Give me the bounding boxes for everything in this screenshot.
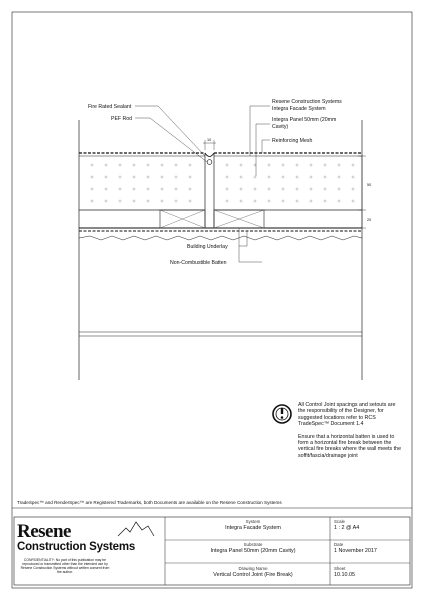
tb-scale: Scale 1 : 2 @ A4: [334, 518, 359, 532]
building-underlay-line: [78, 235, 363, 241]
leader-batten: [238, 228, 262, 263]
leader-underlay: [239, 231, 248, 247]
tb-sheet-value: 10.10.05: [334, 572, 355, 578]
dim-cavity: 20: [367, 218, 371, 222]
tb-system-value: Integra Facade System: [225, 525, 281, 531]
leader-system: [249, 105, 270, 156]
logo-skyline: [117, 521, 155, 537]
title-block: [13, 516, 411, 586]
label-panel-1: Integra Panel 50mm (20mm: [272, 117, 336, 123]
tb-substrate-head: Substrate: [243, 542, 263, 547]
fire-rated-sealant: [204, 152, 215, 157]
logo-resene: Resene: [17, 521, 71, 542]
label-batten: Non-Combustible Batten: [170, 260, 227, 266]
confidentiality-text: CONFIDENTIALITY: No part of this publica…: [20, 558, 110, 575]
label-panel-2: Cavity): [272, 124, 288, 130]
trademark-line: TradeSpec™ and RenderSpec™ are Registere…: [17, 500, 282, 505]
tb-date-head: Date: [334, 542, 344, 547]
tb-substrate: Substrate Integra Panel 50mm (20mm Cavit…: [178, 541, 328, 555]
tb-drawing-head: Drawing Name: [238, 566, 268, 571]
tb-date: Date 1 November 2017: [334, 541, 377, 555]
tb-sheet-head: Sheet: [334, 566, 346, 571]
tb-substrate-value: Integra Panel 50mm (20mm Cavity): [210, 548, 296, 554]
label-system-2: Integra Facade System: [272, 106, 326, 112]
dim-joint: 10: [207, 138, 211, 142]
tb-drawing-value: Vertical Control Joint (Fire Break): [213, 572, 293, 578]
tb-date-value: 1 November 2017: [334, 548, 377, 554]
label-fire-rated-sealant: Fire Rated Sealant: [88, 104, 132, 110]
tb-scale-head: Scale: [334, 519, 345, 524]
tb-scale-value: 1 : 2 @ A4: [334, 525, 360, 531]
leader-sealant: [135, 105, 206, 157]
warning-icon: [272, 404, 292, 424]
tb-system: System Integra Facade System: [218, 518, 288, 532]
tb-drawing: Drawing Name Vertical Control Joint (Fir…: [178, 565, 328, 579]
leader-pef-rod: [135, 117, 208, 163]
dim-panel: 50: [367, 183, 371, 187]
label-building-underlay: Building Underlay: [187, 244, 228, 250]
tb-system-head: System: [245, 519, 261, 524]
label-pef-rod: PEF Rod: [111, 116, 132, 122]
panel-fill-pattern: [90, 163, 355, 203]
batten-left: [159, 209, 206, 229]
note-para-2: Ensure that a horizontal batten is used …: [298, 433, 402, 459]
label-reinforcing-mesh: Reinforcing Mesh: [272, 138, 312, 144]
pef-rod: [206, 159, 213, 165]
logo-construction-systems: Construction Systems: [17, 541, 136, 553]
control-joint-note: All Control Joint spacings and setouts a…: [298, 402, 403, 465]
label-system-1: Resene Construction Systems: [272, 99, 342, 105]
note-para-1: All Control Joint spacings and setouts a…: [298, 402, 396, 428]
tb-sheet: Sheet 10.10.05: [334, 565, 355, 579]
leader-panel: [255, 123, 270, 176]
batten-right: [213, 209, 265, 229]
sheet-border: [11, 11, 413, 589]
leader-mesh: [261, 139, 270, 153]
